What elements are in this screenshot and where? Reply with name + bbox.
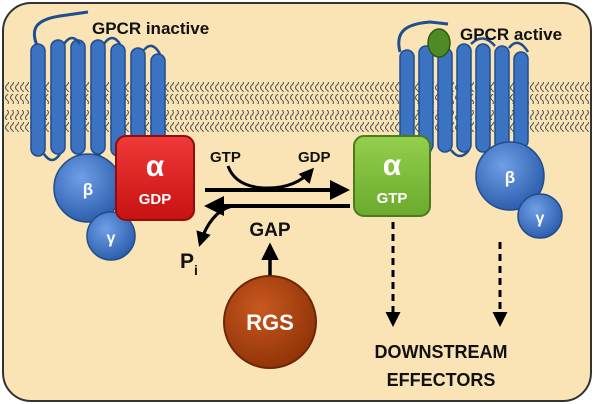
effectors-label: EFFECTORS [387,370,496,390]
gamma-label-inactive: γ [107,230,116,247]
pi-label: P [180,250,194,273]
alpha-gdp-subunit [115,135,195,221]
pi-subscript-label: i [194,262,198,278]
beta-label-inactive: β [83,180,93,199]
gpcr-active-receptor [397,20,530,158]
gamma-label-active: γ [536,210,545,227]
rgs-label: RGS [246,310,294,335]
gamma-subunit-active [517,193,563,239]
gtp-in-label: GTP [210,149,241,166]
gdp-out-curve-arrow [267,167,314,190]
cell-membrane [5,82,589,132]
gtp-bound-label: GTP [377,190,408,207]
gpcr-inactive-receptor [30,10,166,162]
pi-release-curve-arrow [196,204,233,247]
gtp-in-curve-arrow [226,165,269,190]
alpha-label-gtp: α [383,149,402,182]
beta-subunit-active [475,141,545,211]
beta-label-active: β [505,168,515,187]
downstream-label: DOWNSTREAM [375,342,508,362]
alpha-gtp-subunit [353,135,431,217]
gpcr-active-label: GPCR active [460,25,562,44]
gdp-bound-label: GDP [139,191,172,208]
rgs-protein [223,275,317,369]
alpha-label-gdp: α [146,150,165,183]
gpcr-inactive-label: GPCR inactive [92,19,209,38]
gdp-out-label: GDP [298,149,331,166]
gamma-subunit-inactive [86,211,136,261]
agonist-ligand [427,28,451,58]
gap-label: GAP [249,220,291,241]
